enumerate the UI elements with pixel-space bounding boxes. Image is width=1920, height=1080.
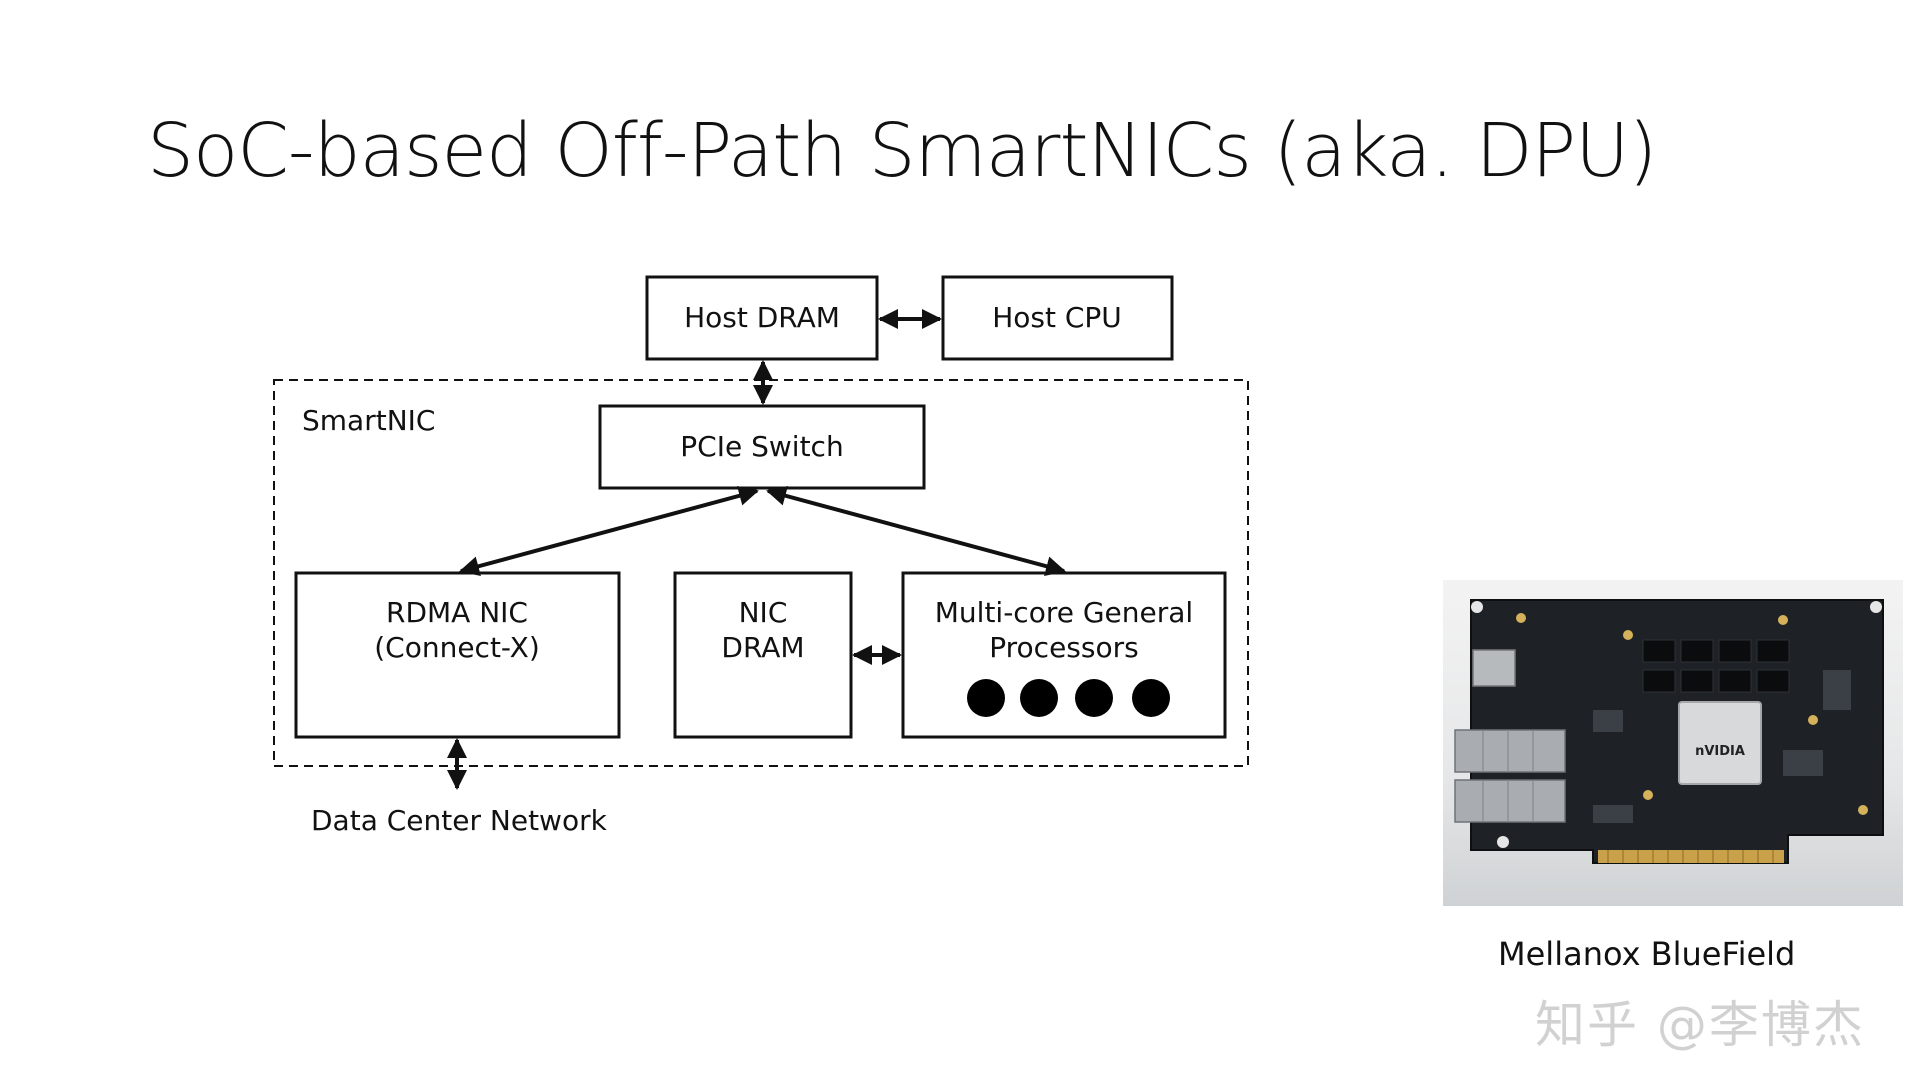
host-dram-label: Host DRAM xyxy=(684,301,840,334)
smartnic-label: SmartNIC xyxy=(302,404,435,437)
rdma-nic-label-line1: RDMA NIC xyxy=(386,596,528,629)
pcie-switch-box: PCIe Switch xyxy=(598,404,926,490)
processor-core xyxy=(967,679,1005,717)
photo-caption: Mellanox BlueField xyxy=(1498,935,1796,973)
nic-dram-label-line1: NIC xyxy=(739,596,788,629)
nic-dram-label-line2: DRAM xyxy=(721,631,804,664)
processor-core xyxy=(1075,679,1113,717)
watermark: 知乎 @李博杰 xyxy=(1535,996,1865,1054)
arrow-pcie-switch-rdma-nic xyxy=(459,486,759,576)
processors-label-line1: Multi-core General xyxy=(935,596,1193,629)
processor-core xyxy=(1020,679,1058,717)
slide-title: SoC-based Off-Path SmartNICs (aka. DPU) xyxy=(147,108,1657,194)
chip-brand-label: nVIDIA xyxy=(1695,744,1745,759)
host-cpu-box: Host CPU xyxy=(941,275,1174,361)
network-label: Data Center Network xyxy=(311,804,608,837)
rdma-nic-box: RDMA NIC (Connect-X) xyxy=(294,571,621,739)
processor-core xyxy=(1132,679,1170,717)
host-cpu-label: Host CPU xyxy=(992,301,1122,334)
host-dram-box: Host DRAM xyxy=(645,275,879,361)
processors-box: Multi-core General Processors xyxy=(901,571,1227,739)
bluefield-card-photo: nVIDIA xyxy=(1443,580,1903,906)
processors-label-line2: Processors xyxy=(989,631,1138,664)
pcie-switch-label: PCIe Switch xyxy=(680,430,843,463)
arrow-pcie-switch-processors xyxy=(766,486,1066,576)
nic-dram-box: NIC DRAM xyxy=(673,571,853,739)
rdma-nic-label-line2: (Connect-X) xyxy=(374,631,540,664)
